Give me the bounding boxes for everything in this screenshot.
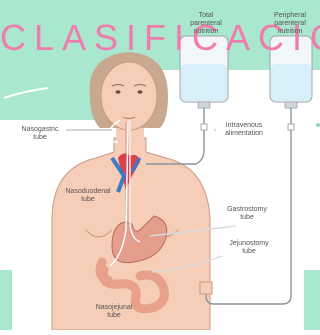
central-line-clamp — [201, 124, 207, 130]
mint-dot — [316, 123, 320, 127]
label-jejunostomy-tube: Jejunostomy tube — [222, 240, 276, 256]
label-nasoduodenal-tube: Nasoduodenal tube — [58, 188, 118, 204]
right-eye — [138, 90, 143, 94]
label-nasogastric-tube: Nasogastric tube — [14, 126, 66, 142]
label-nasojejunal-tube: Nasojejunal tube — [86, 304, 142, 320]
hand — [200, 282, 212, 294]
face — [101, 62, 157, 130]
label-gastrostomy-tube: Gastrostomy tube — [220, 206, 274, 222]
left-eye — [116, 90, 121, 94]
mint-bottom-left — [0, 270, 12, 330]
label-total-parenteral-nutrition: Total parenteral nutrition — [186, 12, 226, 36]
peripheral-line-clamp — [288, 124, 294, 130]
label-peripheral-parenteral-nutrition: Peripheral parenteral nutrition — [266, 12, 314, 36]
mint-bottom-right — [304, 270, 320, 330]
label-intravenous-alimentation: Intravenous alimentation — [216, 122, 272, 138]
